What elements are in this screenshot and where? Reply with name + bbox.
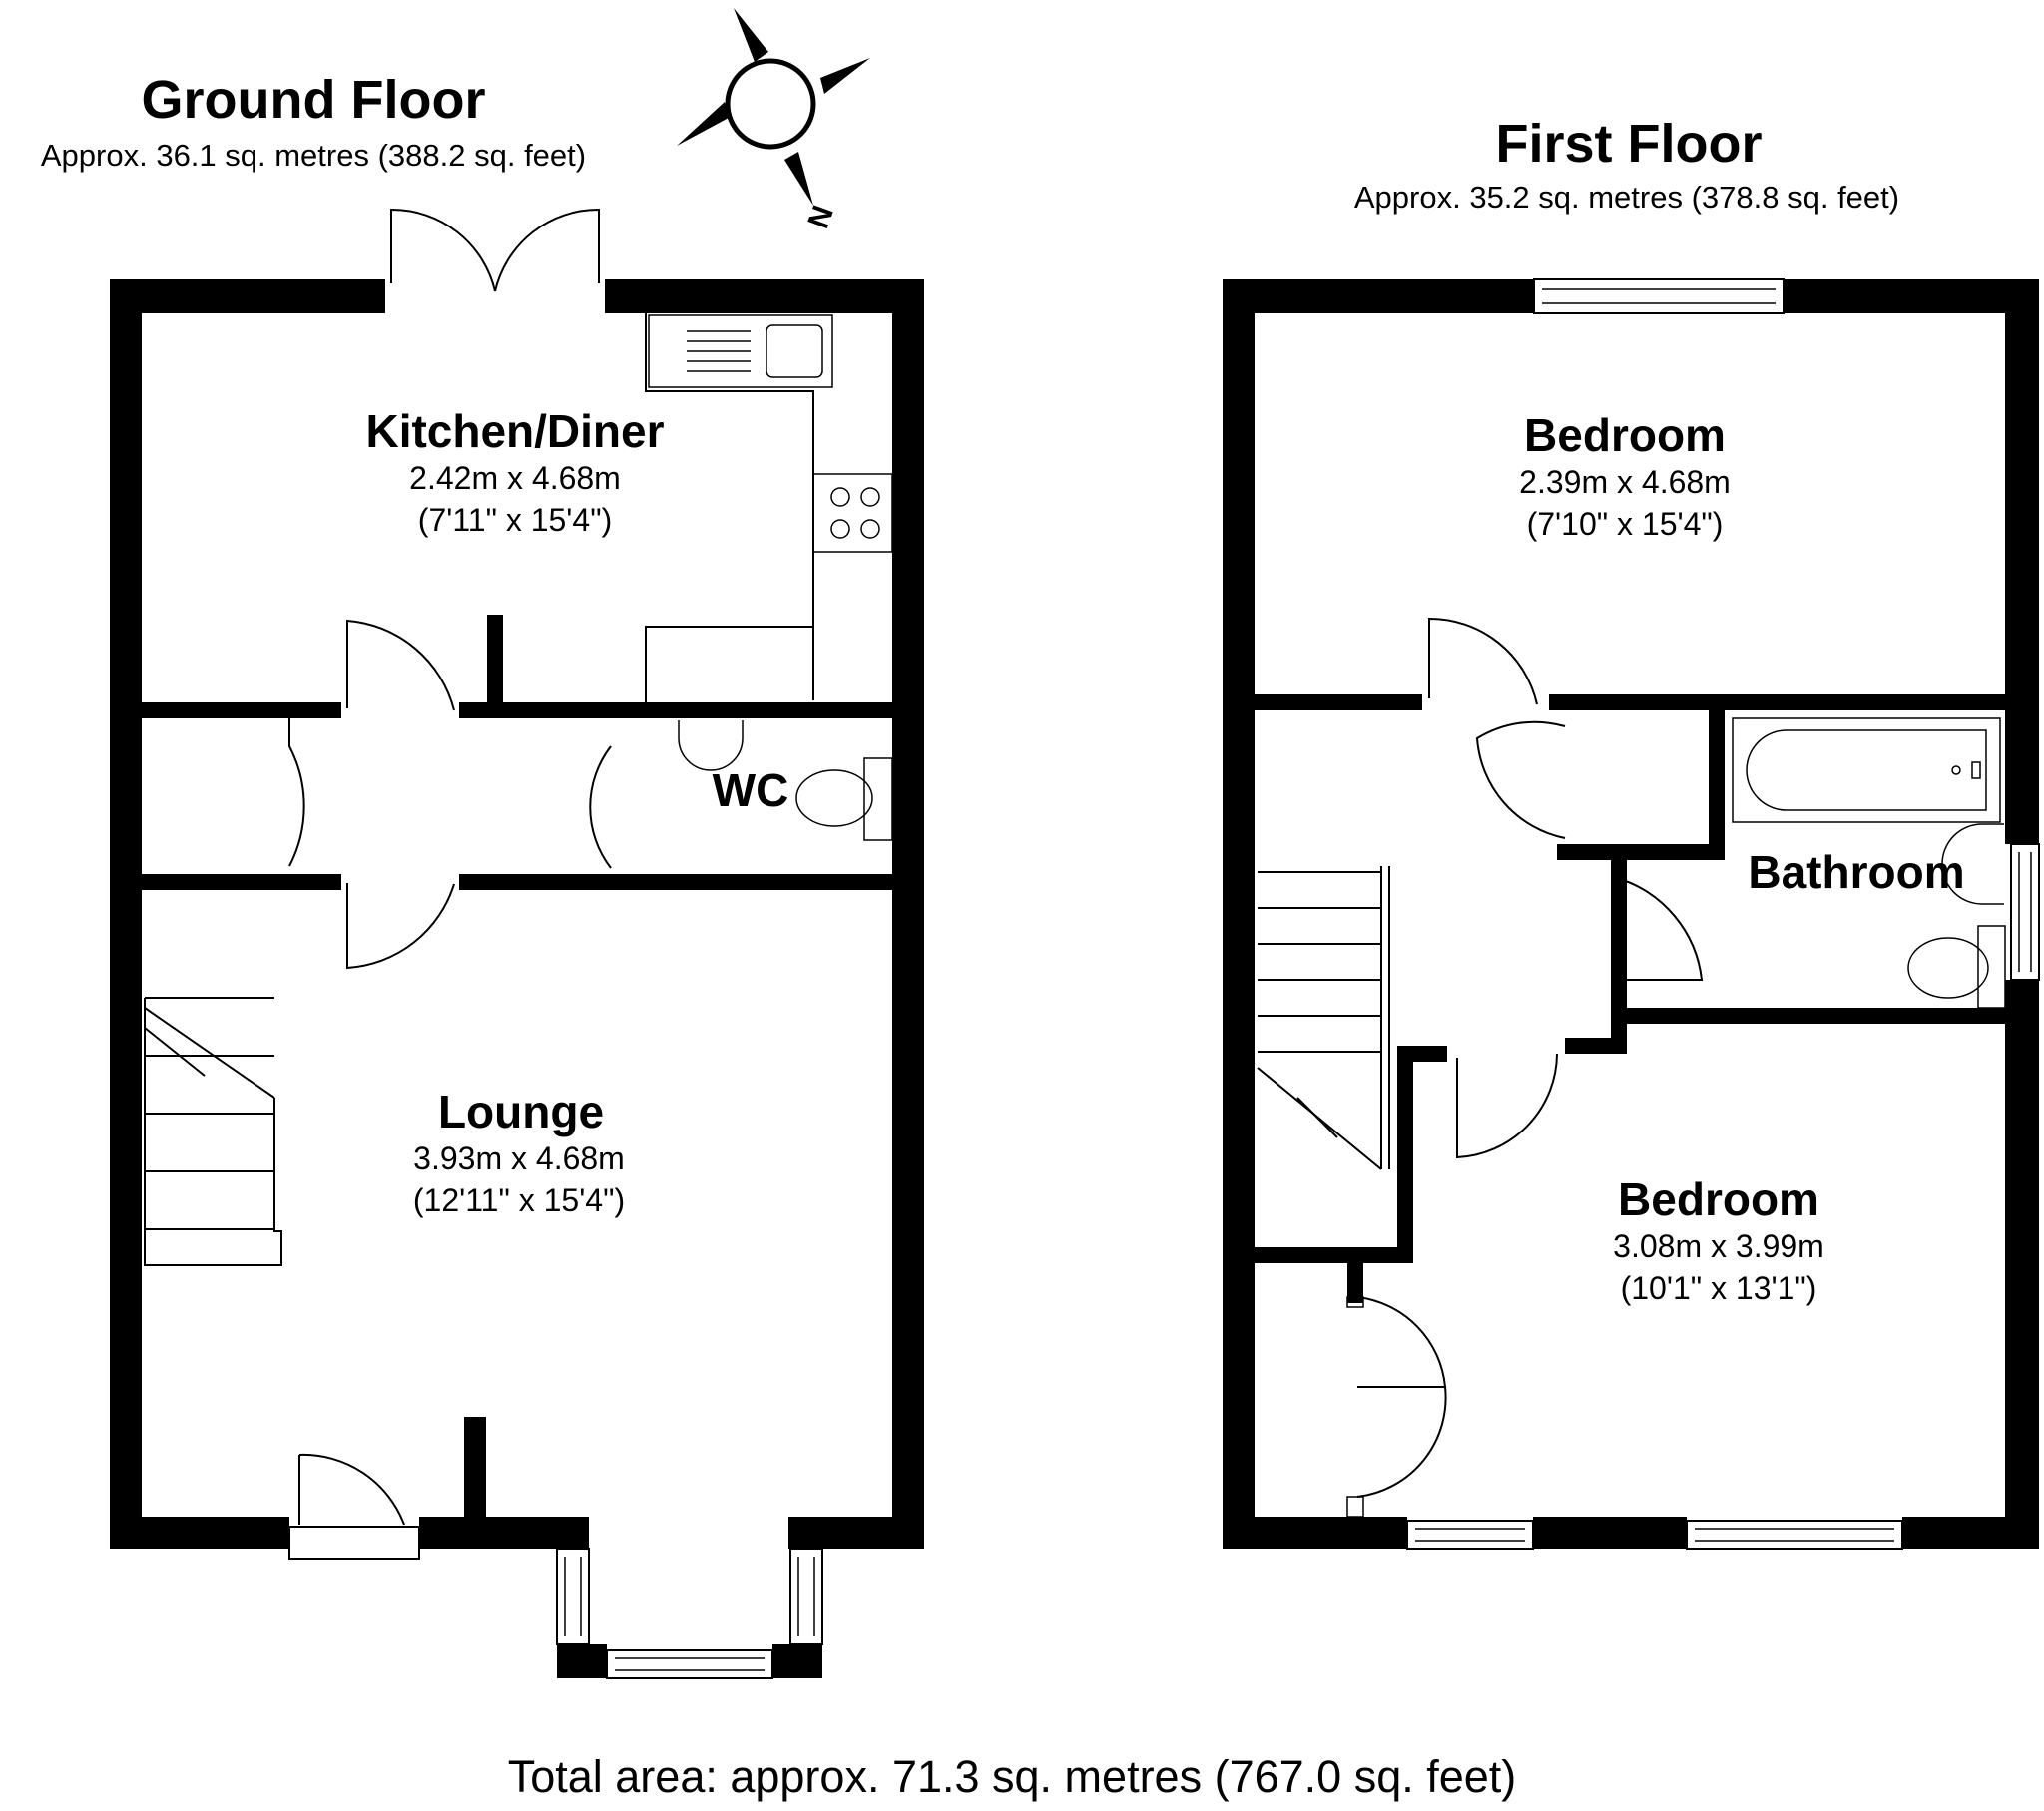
bathroom-cistern [1977, 925, 2006, 1009]
bay-corner-left [557, 1644, 607, 1678]
bedroom2-door-swing [1456, 1053, 1558, 1159]
bay-corner-right [772, 1644, 822, 1678]
front-door-swing [298, 1453, 405, 1526]
bath-cupboard-wall [1709, 710, 1725, 860]
compass-north-label: N [802, 202, 840, 233]
bedroom2-imperial: (10'1" x 13'1") [1621, 1270, 1817, 1306]
compass-icon: N [677, 8, 870, 232]
ff-rear-window [1533, 278, 1785, 314]
bathroom-window [2010, 843, 2040, 981]
ff-wall-top-left [1223, 279, 1534, 313]
bathroom-bottom-wall [1627, 1008, 2005, 1024]
wall-left [110, 279, 142, 1549]
wardrobe-door-lower [1356, 1386, 1447, 1498]
wc-cistern [863, 757, 893, 841]
wc-name: WC [713, 764, 789, 816]
bath-taps [1951, 765, 1961, 775]
front-door-threshold [288, 1526, 420, 1560]
bedroom1-name: Bedroom [1524, 409, 1726, 461]
sink-unit [648, 314, 833, 388]
bedroom2-upper-stub [1397, 1046, 1447, 1062]
wc-toilet [795, 769, 873, 827]
bay-side-window-right [789, 1548, 823, 1645]
wardrobe-jamb-bottom [1346, 1496, 1364, 1518]
bath-inner [1746, 729, 1987, 811]
bedroom2-metric: 3.08m x 3.99m [1613, 1228, 1824, 1264]
hob [812, 473, 893, 553]
ff-wall-top-right [1784, 279, 2039, 313]
stair-landing-bottom [1255, 1247, 1413, 1263]
bathroom-toilet [1907, 937, 1989, 999]
wall-kitchen-stub [487, 615, 503, 714]
ff-wall-bottom-mid [1533, 1517, 1687, 1549]
kitchen-imperial: (7'11" x 15'4") [418, 502, 612, 538]
wardrobe-jamb-top [1346, 1296, 1364, 1308]
bath-tap-right [1971, 761, 1981, 779]
bedroom1-wall-right [1549, 694, 2005, 710]
bay-side-window-left [556, 1548, 590, 1645]
bay-front-window [606, 1649, 773, 1679]
ground-floor-plan [110, 208, 924, 1679]
bedroom2-name: Bedroom [1618, 1173, 1819, 1225]
kitchen-metric: 2.42m x 4.68m [409, 460, 621, 496]
kitchen-name: Kitchen/Diner [365, 405, 664, 457]
bedroom1-metric: 2.39m x 4.68m [1519, 464, 1731, 500]
wc-basin [678, 720, 744, 771]
ground-floor-area: Approx. 36.1 sq. metres (388.2 sq. feet) [41, 138, 586, 173]
wall-kitchen-hall-right [459, 702, 892, 718]
front-window-left [1406, 1520, 1534, 1550]
french-door-right [494, 208, 600, 292]
sink-drainer [687, 330, 751, 372]
ground-floor-title: Ground Floor [142, 70, 486, 130]
ff-wall-bottom-left [1223, 1517, 1407, 1549]
wall-top-left [110, 279, 385, 313]
wardrobe-door-upper [1356, 1296, 1447, 1388]
sink-bowl [766, 324, 823, 378]
ff-wall-right-bottom [2005, 980, 2039, 1549]
ground-stairs [144, 997, 282, 1266]
ff-wall-left [1223, 279, 1255, 1549]
front-window-right [1686, 1520, 1903, 1550]
first-floor-title: First Floor [1496, 114, 1763, 174]
kitchen-door-swing [346, 619, 455, 711]
wall-bottom-left [110, 1517, 289, 1549]
first-floor-plan [1223, 278, 2040, 1550]
cupboard-door-swing [288, 718, 305, 867]
wall-bottom-mid [419, 1517, 589, 1549]
bedroom1-imperial: (7'10" x 15'4") [1527, 506, 1724, 542]
french-door-left [390, 208, 496, 292]
lounge-pier [464, 1417, 486, 1527]
total-area: Total area: approx. 71.3 sq. metres (767… [508, 1751, 1517, 1802]
bedroom2-left-wall [1397, 1046, 1413, 1255]
lounge-metric: 3.93m x 4.68m [413, 1140, 625, 1176]
first-floor-stairs [1257, 866, 1390, 1170]
wall-top-right [605, 279, 924, 313]
bedroom1-door-swing [1428, 617, 1538, 705]
bathroom-name: Bathroom [1748, 846, 1964, 898]
wardrobe-stub [1347, 1263, 1363, 1303]
cupboard-door-swing-ff [1475, 720, 1566, 839]
wall-hall-lounge-right [459, 874, 892, 890]
ff-wall-bottom-right [1902, 1517, 2039, 1549]
lounge-door-swing [346, 883, 455, 970]
cupboard-bottom-wall [1557, 844, 1725, 860]
bathroom-left-stub [1611, 858, 1627, 1008]
bedroom2-top-wall [1565, 1038, 1627, 1054]
wc-door-swing [589, 745, 612, 869]
wall-hall-lounge-left [142, 874, 341, 890]
wall-kitchen-hall-left [142, 702, 341, 718]
wall-right [892, 279, 924, 1549]
lounge-name: Lounge [438, 1086, 604, 1137]
bath-tub [1732, 717, 2001, 823]
first-floor-area: Approx. 35.2 sq. metres (378.8 sq. feet) [1354, 180, 1899, 215]
wall-bottom-right [788, 1517, 924, 1549]
bathroom-basin [1941, 823, 2004, 905]
bathroom-door-swing [1616, 877, 1704, 981]
ff-wall-right-top [2005, 279, 2039, 844]
bedroom1-wall-left [1255, 694, 1422, 710]
lounge-imperial: (12'11" x 15'4") [413, 1182, 625, 1218]
